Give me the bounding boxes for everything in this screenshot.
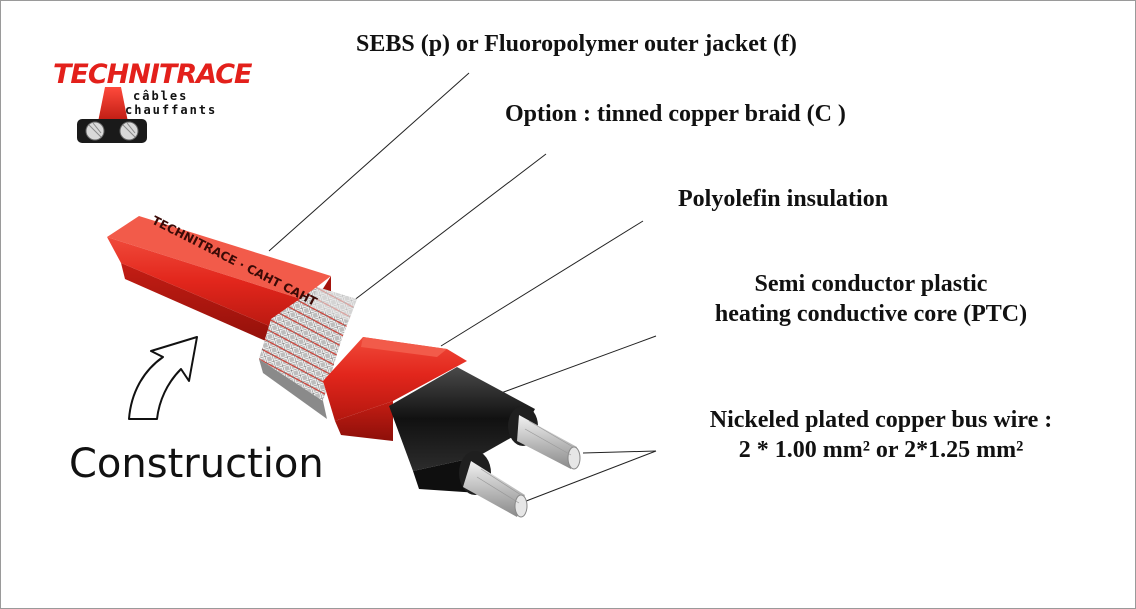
label-core-line1: Semi conductor plastic [754, 271, 988, 297]
logo-subtitle-line2: chauffants [125, 103, 218, 117]
logo-emblem-icon [77, 87, 147, 143]
label-core-line2: heating conductive core (PTC) [714, 301, 1028, 327]
leader-bus-wire-b [520, 450, 657, 504]
leader-braid [352, 153, 547, 302]
construction-caption: Construction [69, 441, 324, 487]
leader-lines [268, 72, 657, 504]
leader-outer-jacket [268, 72, 470, 252]
label-bus-wire: Nickeled plated copper bus wire : 2 * 1.… [661, 405, 1101, 465]
logo-subtitle-line1: câbles [133, 89, 189, 103]
leader-insulation [440, 220, 644, 347]
leader-core [500, 335, 657, 394]
insulation-shape [323, 337, 467, 441]
leader-bus-wire-a [582, 450, 657, 454]
label-insulation: Polyolefin insulation [678, 186, 889, 212]
curved-arrow-icon [128, 336, 198, 420]
label-core: Semi conductor plastic heating conductiv… [671, 269, 1071, 329]
label-outer-jacket: SEBS (p) or Fluoropolymer outer jacket (… [356, 31, 797, 57]
bus-wires-shape [463, 415, 581, 518]
label-bus-wire-line2: 2 * 1.00 mm² or 2*1.25 mm² [738, 437, 1024, 463]
label-braid: Option : tinned copper braid (C ) [505, 101, 846, 127]
label-bus-wire-line1: Nickeled plated copper bus wire : [709, 407, 1053, 433]
logo-title: TECHNITRACE [53, 59, 252, 90]
braid-shape [259, 287, 357, 419]
